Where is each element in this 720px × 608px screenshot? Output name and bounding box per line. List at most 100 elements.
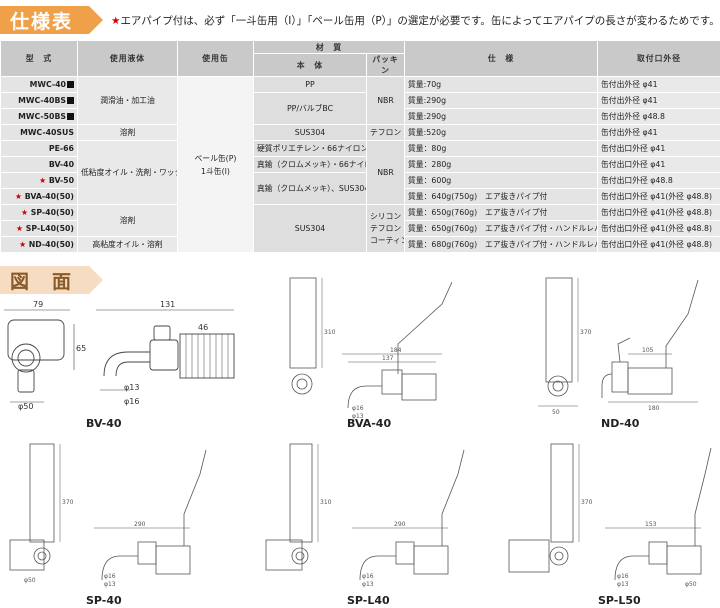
spl40-air-pipe-holder [289, 443, 313, 543]
sp40-drawing: 370 290 φ16 φ13 φ50 [9, 443, 207, 588]
table-row: MWC-40SUS 溶剤 SUS304 テフロン 質量:520g 缶付出外径 φ… [0, 124, 720, 141]
bva40-dim-137: 137 [382, 355, 394, 362]
mount-cell: 缶付出口外径 φ41 [597, 156, 720, 173]
spec-section-header: 仕様表 ★エアパイプ付は、必ず「一斗缶用（I）」「ペール缶用（P）」の選定が必要… [0, 6, 720, 34]
model-cell: ★ SP-L40(50) [0, 220, 78, 237]
nd40-body [627, 367, 673, 395]
model-cell: ★ SP-40(50) [0, 204, 78, 221]
body-cell: 真鍮（クロムメッキ）・66ナイロン [253, 156, 367, 173]
sp40-air-pipe-holder [29, 443, 55, 543]
spl50-knob [666, 545, 702, 575]
packing-cell: NBR [365, 140, 406, 205]
spl50-air-pipe [694, 447, 712, 546]
nd40-dim-height: 370 [580, 329, 592, 336]
model-cell: PE-66 [0, 140, 78, 157]
spl50-dim-height: 370 [581, 499, 593, 506]
mount-cell: 缶付出外径 φ41 [597, 76, 720, 93]
table-row: ★ SP-40(50) 溶剤 SUS304 シリコンテフロンコーティング 質量：… [0, 204, 720, 253]
bv40-dim-131: 131 [160, 300, 175, 309]
spl40-dim-13: φ13 [362, 581, 374, 588]
header-liquid: 使用液体 [77, 40, 178, 77]
table-row: ★ BVA-40(50) 質量：640g(750g) エア抜きパイプ付 缶付出口… [0, 188, 720, 205]
spec-cell: 質量：650g(760g) エア抜きパイプ付 [404, 204, 599, 221]
header-body: 本 体 [253, 53, 367, 77]
spl50-dim-13: φ13 [617, 581, 629, 588]
sp40-air-pipe [183, 449, 207, 546]
spl50-label: SP-L50 [598, 594, 641, 607]
bv40-dim-79: 79 [33, 300, 43, 309]
nd40-dim-180: 180 [648, 405, 660, 412]
bv40-side-valve [149, 339, 179, 371]
mount-cell: 缶付出口外径 φ41 [597, 140, 720, 157]
spec-cell: 質量：280g [404, 156, 599, 173]
bva40-dim-height: 310 [324, 329, 336, 336]
spl40-knob [413, 545, 449, 575]
bv40-dim-16: φ16 [124, 397, 139, 406]
spl50-dim-50: φ50 [685, 581, 697, 588]
spec-cell: 質量：680g(760g) エア抜きパイプ付・ハンドルレバーロック付 [404, 236, 599, 253]
model-cell: MWC-40BS [0, 92, 78, 109]
body-cell: PP/バルブBC [253, 92, 367, 125]
spec-section-title: 仕様表 [0, 6, 104, 34]
model-cell: MWC-40SUS [0, 124, 78, 141]
header-spec: 仕 様 [404, 40, 599, 77]
liquid-cell: 潤滑油・加工油 [77, 76, 178, 125]
table-row: ★ SP-L40(50) 質量：650g(760g) エア抜きパイプ付・ハンドル… [0, 220, 720, 237]
spec-cell: 質量:520g [404, 124, 599, 141]
spl50-dim-16: φ16 [617, 573, 629, 580]
sp40-dim-height: 370 [62, 499, 74, 506]
bva40-label: BVA-40 [347, 417, 392, 430]
bv40-side-spout [103, 351, 150, 377]
liquid-cell: 溶剤 [77, 204, 178, 237]
sp40-dim-13: φ13 [104, 581, 116, 588]
packing-cell: NBR [365, 76, 406, 125]
bva40-air-pipe-holder [289, 277, 317, 369]
header-material: 材 質 [252, 40, 406, 54]
bv40-label: BV-40 [86, 417, 122, 430]
table-row: MWC-40BS PP/バルブBC 質量:290g 缶付出外径 φ41 [0, 92, 720, 125]
nd40-valve [611, 361, 629, 393]
model-cell: ★ BVA-40(50) [0, 188, 78, 205]
nd40-air-pipe-holder [545, 277, 573, 383]
spl40-spout [359, 555, 396, 581]
bva40-drawing: 310 137 184 φ16 φ13 [289, 277, 452, 420]
drawing-section-header: 図 面 [0, 266, 104, 294]
table-row: ★ ND-40(50) 高粘度オイル・溶剤 質量：680g(760g) エア抜き… [0, 236, 720, 253]
square-mark [67, 81, 74, 88]
bva40-dim-13: φ13 [352, 413, 364, 420]
mount-cell: 缶付出口外径 φ41(外径 φ48.8) [597, 188, 720, 205]
sp40-knob [155, 545, 191, 575]
sp40-dim-16: φ16 [104, 573, 116, 580]
nd40-dim-105: 105 [642, 347, 654, 354]
mount-cell: 缶付出口外径 φ41(外径 φ48.8) [597, 236, 720, 253]
spec-note-text: エアパイプ付は、必ず「一斗缶用（I）」「ペール缶用（P）」の選定が必要です。缶に… [120, 14, 720, 27]
square-mark [67, 113, 74, 120]
liquid-cell: 高粘度オイル・溶剤 [77, 236, 178, 253]
bv40-front-flange [11, 343, 41, 373]
header-packing: パッキン [365, 53, 406, 77]
header-can: 使用缶 [177, 40, 254, 77]
spl50-spout [614, 555, 649, 581]
bv40-dim-13: φ13 [124, 383, 139, 392]
packing-cell: シリコンテフロンコーティング [365, 204, 406, 253]
nd40-drawing: 370 50 105 180 [538, 277, 699, 416]
table-row: ★ BV-50 真鍮（クロムメッキ）、SUS304 質量：600g 缶付出口外径… [0, 172, 720, 205]
nd40-air-pipe [665, 279, 699, 368]
spl40-air-pipe [441, 449, 465, 546]
header-mount: 取付口外径 [597, 40, 720, 77]
bv40-front-body [7, 319, 65, 361]
liquid-cell: 低粘度オイル・洗剤・ワックス [77, 140, 178, 205]
square-mark [67, 97, 74, 104]
star-mark: ★ [111, 14, 121, 27]
mount-cell: 缶付出口外径 φ41(外径 φ48.8) [597, 204, 720, 221]
mount-cell: 缶付出外径 φ41 [597, 124, 720, 141]
sp40-label: SP-40 [86, 594, 122, 607]
spl50-air-pipe-holder [550, 443, 574, 543]
sp40-dim-290: 290 [134, 521, 146, 528]
body-cell: 硬質ポリエチレン・66ナイロン [253, 140, 367, 157]
mount-cell: 缶付出口外径 φ48.8 [597, 172, 720, 189]
header-model: 型 式 [0, 40, 78, 77]
packing-cell: テフロン [365, 124, 406, 141]
bva40-air-pipe [397, 281, 452, 374]
spl40-dim-height: 310 [320, 499, 332, 506]
